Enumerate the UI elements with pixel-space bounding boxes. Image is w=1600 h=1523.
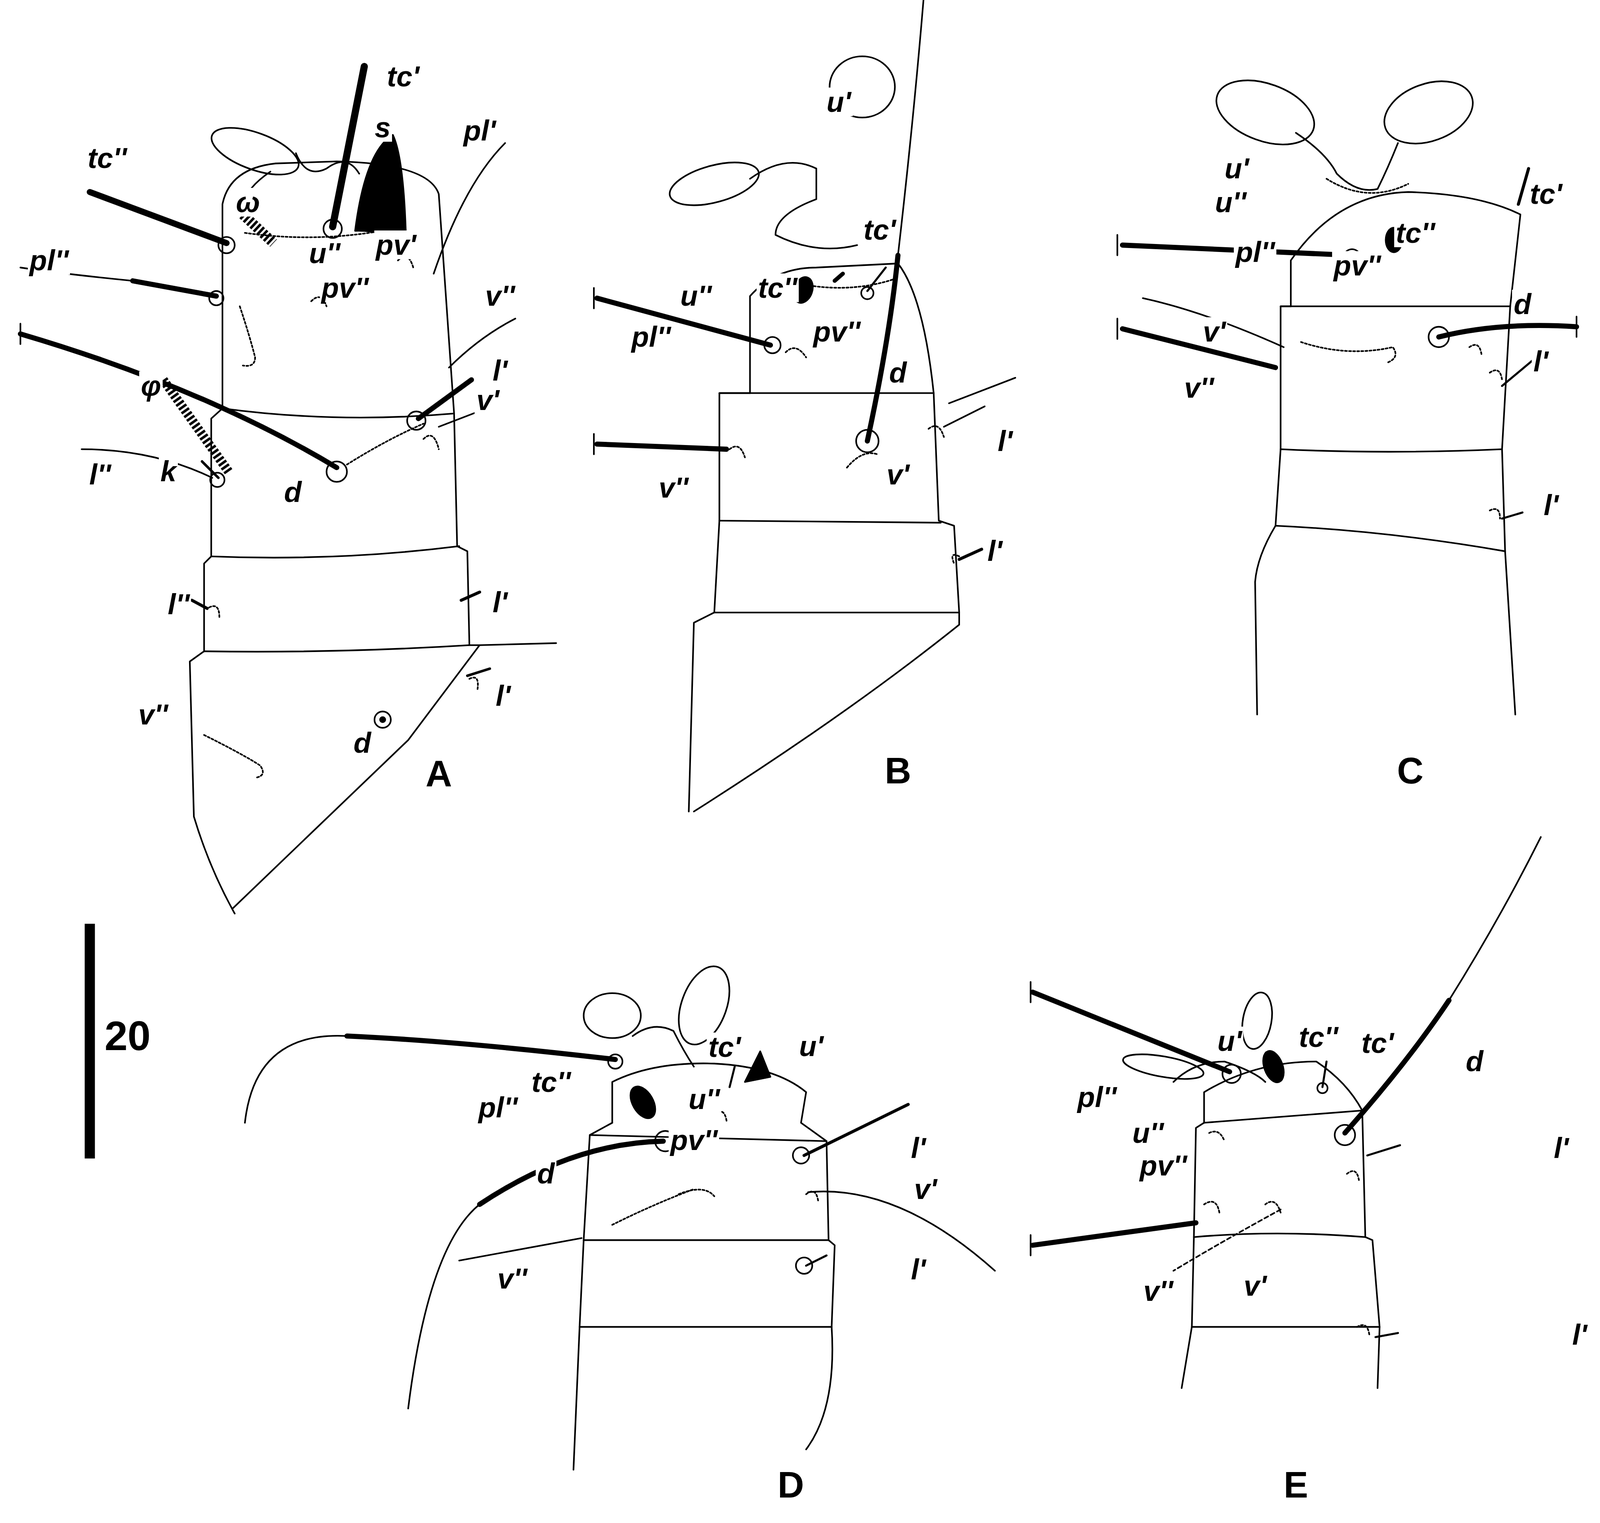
seta-label: tc'' (1394, 218, 1437, 248)
seta-label: tc'' (1297, 1022, 1340, 1052)
seta-label: v'' (1141, 1276, 1175, 1306)
seta-label: tc'' (85, 143, 129, 173)
seta-label: pv'' (319, 273, 370, 303)
seta-label: l' (491, 587, 510, 617)
seta-label: l' (985, 536, 1004, 566)
seta-label: l'' (87, 460, 113, 489)
seta-label: pl'' (630, 322, 673, 352)
seta-label: tc' (385, 62, 421, 91)
seta-label: l' (1552, 1133, 1571, 1163)
seta-label: v'' (495, 1264, 529, 1293)
seta-label: pv'' (811, 317, 862, 346)
seta-label: ω (234, 187, 262, 217)
seta-label: u'' (1130, 1118, 1165, 1148)
seta-label: pl'' (1075, 1082, 1119, 1112)
scale-value: 20 (103, 1014, 153, 1057)
scale-bar (84, 923, 96, 1159)
seta-label: u'' (307, 238, 342, 268)
seta-label: l'' (166, 589, 192, 619)
seta-label: v' (885, 460, 912, 489)
seta-label: pv'' (1332, 251, 1383, 280)
seta-label: pl'' (27, 245, 71, 275)
seta-label: u'' (1213, 187, 1248, 217)
seta-label: l' (909, 1254, 928, 1284)
seta-label: tc'' (529, 1067, 572, 1097)
panel-letter: E (1281, 1466, 1310, 1503)
seta-label: φ (139, 371, 163, 400)
panel-letter: D (776, 1466, 806, 1503)
seta-label: tc' (1528, 179, 1564, 209)
seta-label: l' (491, 356, 510, 385)
seta-label: k (158, 456, 178, 486)
seta-label: l' (493, 681, 512, 711)
seta-label: l' (1541, 490, 1560, 520)
seta-label: pl'' (476, 1092, 520, 1122)
seta-label: pv'' (1138, 1151, 1189, 1180)
seta-label: d (351, 728, 373, 758)
seta-label: tc'' (756, 273, 799, 303)
seta-label: pl'' (1233, 237, 1277, 267)
seta-label: s (372, 113, 393, 142)
seta-label: pv' (374, 230, 418, 260)
seta-label: u'' (678, 281, 713, 311)
seta-label: pv'' (668, 1125, 719, 1155)
panel-letter: B (883, 752, 913, 789)
seta-label: l' (1570, 1320, 1589, 1349)
seta-label: d (1464, 1046, 1485, 1076)
seta-label: v'' (136, 700, 170, 729)
seta-label: d (282, 477, 304, 507)
seta-label: v'' (1182, 373, 1216, 402)
seta-label: u'' (686, 1084, 722, 1114)
seta-label: u' (1215, 1026, 1244, 1056)
seta-label: l' (996, 426, 1015, 456)
seta-label: u' (825, 87, 853, 117)
seta-label: pl' (461, 116, 498, 145)
seta-label: tc' (1360, 1028, 1396, 1058)
panel-letter: C (1395, 752, 1425, 789)
seta-label: l' (1531, 347, 1550, 376)
seta-label: v' (1201, 317, 1228, 346)
seta-label: d (535, 1159, 557, 1188)
seta-label: v'' (483, 281, 517, 311)
seta-label: v'' (657, 473, 690, 502)
seta-label: v' (912, 1174, 939, 1204)
seta-label: u' (797, 1031, 826, 1061)
seta-label: v' (1242, 1271, 1269, 1300)
seta-label: d (1512, 289, 1533, 319)
seta-label: l' (909, 1133, 928, 1163)
seta-label: tc' (861, 215, 898, 244)
seta-label: u' (1223, 154, 1251, 183)
panel-letter: A (423, 755, 454, 792)
seta-label: d (887, 358, 909, 387)
seta-label: v' (474, 385, 501, 415)
seta-label: tc' (706, 1032, 743, 1062)
